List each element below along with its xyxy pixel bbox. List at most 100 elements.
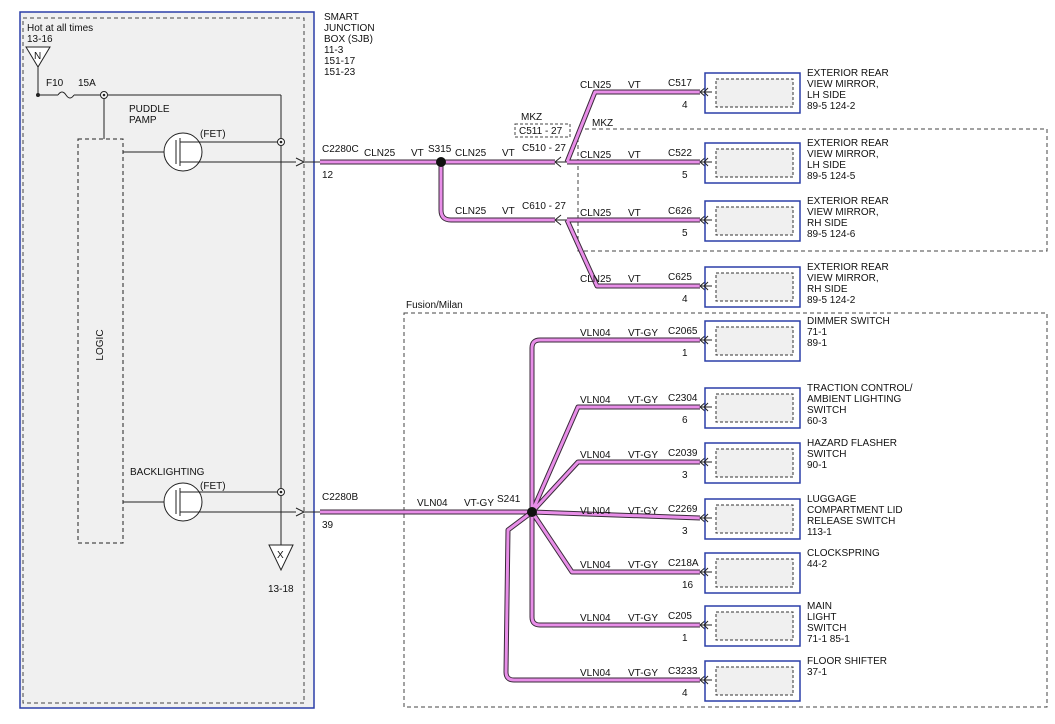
switch-5-wire-color: VT-GY — [628, 560, 658, 571]
switch-5-pin: 16 — [682, 580, 694, 591]
c510-connector: C510 - 27 — [522, 143, 566, 154]
switch-7-name-line: FLOOR SHIFTER — [807, 656, 887, 667]
power-source-symbol: N — [34, 51, 41, 62]
mirror-4-refs: 89-5 124-2 — [807, 295, 856, 306]
mirror-2-name-line: LH SIDE — [807, 160, 846, 171]
switch-2-name-line: 60-3 — [807, 416, 827, 427]
switch-3-inner — [715, 448, 794, 478]
mirror-2-wire-color: VT — [628, 150, 641, 161]
mirror-4-connector: C625 — [668, 272, 692, 283]
sjb-title-line: BOX (SJB) — [324, 34, 373, 45]
switch-5-name-line: CLOCKSPRING — [807, 548, 880, 559]
switch-6-pin: 1 — [682, 633, 688, 644]
mirror-4-wire-id: CLN25 — [580, 274, 612, 285]
mirror-3-connector: C626 — [668, 206, 692, 217]
switch-5-wire-id: VLN04 — [580, 560, 611, 571]
switch-6-name-line: 71-1 85-1 — [807, 634, 850, 645]
lower-branch-wire-color: VT — [502, 206, 515, 217]
sjb-title-line: 151-23 — [324, 67, 356, 78]
switch-6-wire-id: VLN04 — [580, 613, 611, 624]
sjb-title-line: 151-17 — [324, 56, 356, 67]
switch-6-inner — [715, 611, 794, 641]
fet1-junction-dot — [279, 140, 283, 144]
mirror-1-connector: C517 — [668, 78, 692, 89]
switch-1-inner — [715, 326, 794, 356]
switch-4-pin-arrow-icon — [703, 513, 712, 523]
backlighting-label: BACKLIGHTING — [130, 467, 205, 478]
puddle-lamp-label-1: PUDDLE — [129, 104, 170, 115]
mirror-2-connector: C522 — [668, 148, 692, 159]
mirror-2-inner — [715, 148, 794, 178]
fet1-label: (FET) — [200, 129, 226, 140]
mirror-4-pin: 4 — [682, 294, 688, 305]
switch-7-wire-id: VLN04 — [580, 668, 611, 679]
mirror-1-name-line: VIEW MIRROR, — [807, 79, 879, 90]
switch-3-name-line: SWITCH — [807, 449, 846, 460]
mirror-3-wire-color: VT — [628, 208, 641, 219]
mirror-3-name-line: RH SIDE — [807, 218, 848, 229]
switch-7-wire-color: VT-GY — [628, 668, 658, 679]
c610-connector-icon — [554, 214, 567, 226]
mirror-2-pin-arrow-icon — [703, 157, 712, 167]
mirror-1-pin: 4 — [682, 100, 688, 111]
switch-2-connector: C2304 — [668, 393, 698, 404]
c2280c-connector: C2280C — [322, 144, 359, 155]
switch-2-inner — [715, 393, 794, 423]
switch-4-name-line: 113-1 — [807, 527, 832, 538]
mirror-1-inner — [715, 78, 794, 108]
switch-1-pin-arrow-icon — [703, 335, 712, 345]
fet2-junction-dot — [279, 490, 283, 494]
switch-branch-wires — [504, 338, 701, 682]
c510-connector-icon — [554, 156, 567, 168]
mirror-2-pin: 5 — [682, 170, 688, 181]
sjb-title-line: JUNCTION — [324, 23, 375, 34]
s241-splice-node — [527, 507, 537, 517]
mirror-4-name-line: EXTERIOR REAR — [807, 262, 889, 273]
logic-block — [77, 138, 124, 544]
mirror-4-wire-color: VT — [628, 274, 641, 285]
mirror-1-name-line: EXTERIOR REAR — [807, 68, 889, 79]
upper-wires — [320, 89, 700, 289]
switch-6-connector: C205 — [668, 611, 692, 622]
switch-6-wire-color: VT-GY — [628, 613, 658, 624]
switch-4-pin: 3 — [682, 526, 688, 537]
after-splice-wire-id: CLN25 — [455, 148, 487, 159]
sjb-title: SMART JUNCTION BOX (SJB) 11-3 151-17 151… — [324, 12, 375, 78]
mirror-2-name-line: EXTERIOR REAR — [807, 138, 889, 149]
switch-5-pin-arrow-icon — [703, 567, 712, 577]
s315-splice-label: S315 — [428, 144, 452, 155]
s241-splice-label: S241 — [497, 494, 521, 505]
switch-3-pin-arrow-icon — [703, 457, 712, 467]
ground-ref: 13-18 — [268, 584, 294, 595]
mirror-3-inner — [715, 206, 794, 236]
sjb-inner-dashed — [22, 17, 305, 704]
switch-2-name-line: SWITCH — [807, 405, 846, 416]
switch-7-name-line: 37-1 — [807, 667, 827, 678]
c2280b-pin: 39 — [322, 520, 334, 531]
fuse-name: F10 — [46, 78, 64, 89]
ground-icon — [268, 544, 294, 572]
after-splice-wire-color: VT — [502, 148, 515, 159]
fuse-rating: 15A — [78, 78, 96, 89]
mirror-3-pin-arrow-icon — [703, 215, 712, 225]
switch-1-name-line: 71-1 — [807, 327, 827, 338]
lower-wires — [320, 337, 701, 683]
switch-3-name-line: HAZARD FLASHER — [807, 438, 897, 449]
switch-6-pin-arrow-icon — [703, 620, 712, 630]
mirror-4-pin-arrow-icon — [703, 281, 712, 291]
c610-connector: C610 - 27 — [522, 201, 566, 212]
switch-4-wire-color: VT-GY — [628, 506, 658, 517]
mirror-3-pin: 5 — [682, 228, 688, 239]
switch-1-wire-color: VT-GY — [628, 328, 658, 339]
switch-1-connector: C2065 — [668, 326, 698, 337]
switch-2-name-line: TRACTION CONTROL/ — [807, 383, 913, 394]
mirror-2-name-line: VIEW MIRROR, — [807, 149, 879, 160]
fuse-icon — [57, 91, 75, 99]
mkz-c511-box — [514, 123, 571, 138]
switch-5-inner — [715, 558, 794, 588]
c2280c-pin: 12 — [322, 170, 334, 181]
switch-2-pin: 6 — [682, 415, 688, 426]
